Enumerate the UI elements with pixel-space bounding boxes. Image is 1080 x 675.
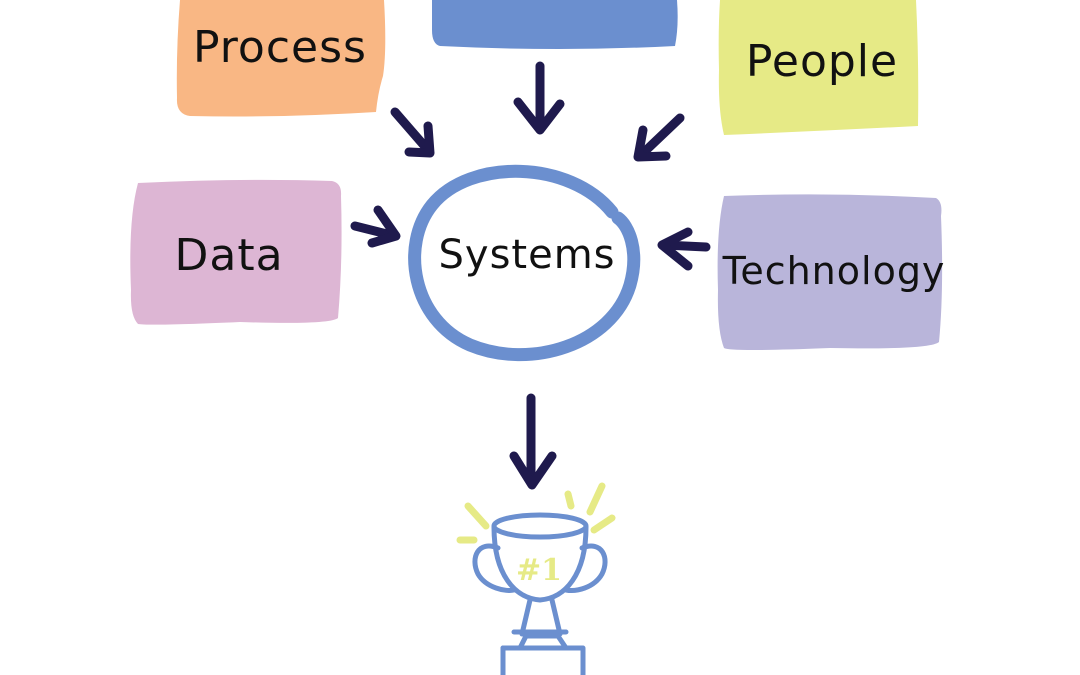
note-data-card [130,179,342,325]
note-technology: Technology [717,194,946,350]
note-technology-card [717,194,943,350]
note-process-label: Process [193,22,367,73]
note-process-card [176,0,386,117]
trophy-outline [472,512,608,675]
arrow-from-process [390,107,435,158]
note-people-card [718,0,919,135]
note-process: Process [176,0,386,117]
arrow-from-top [513,61,565,135]
note-technology-label: Technology [722,249,946,293]
arrow-from-people [633,113,685,162]
systems-hub: Systems [408,164,641,362]
note-top [432,0,678,49]
arrow-to-trophy [509,393,557,490]
sparkle-icon [456,482,616,544]
note-people: People [718,0,919,135]
note-data: Data [130,179,342,325]
note-data-label: Data [174,230,283,281]
systems-ring [408,164,641,362]
systems-label: Systems [439,232,616,278]
arrow-from-data [350,205,401,248]
note-top-card [432,0,678,49]
trophy-icon: #1 [456,482,616,675]
trophy-badge: #1 [516,553,562,588]
arrow-from-technology [657,227,711,271]
note-people-label: People [746,36,898,87]
